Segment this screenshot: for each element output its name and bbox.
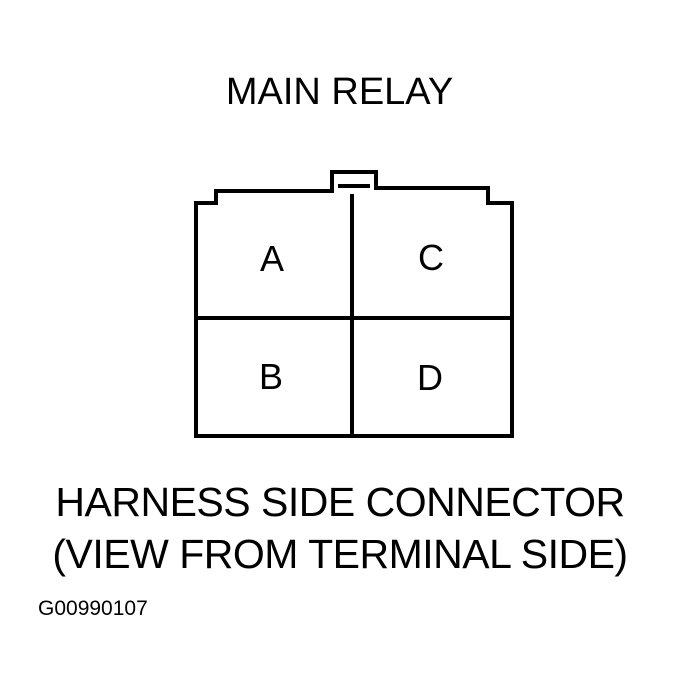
caption-view-note: (VIEW FROM TERMINAL SIDE) [52, 531, 628, 577]
pin-a-label: A [260, 238, 284, 279]
pin-b-label: B [259, 356, 283, 397]
figure-id: G00990107 [38, 597, 148, 620]
pin-d-label: D [417, 357, 443, 398]
pin-c-label: C [418, 237, 444, 278]
connector-outline [194, 170, 514, 438]
connector-housing [194, 170, 514, 438]
caption-connector-type: HARNESS SIDE CONNECTOR [55, 479, 625, 525]
diagram-title: MAIN RELAY [225, 71, 454, 113]
